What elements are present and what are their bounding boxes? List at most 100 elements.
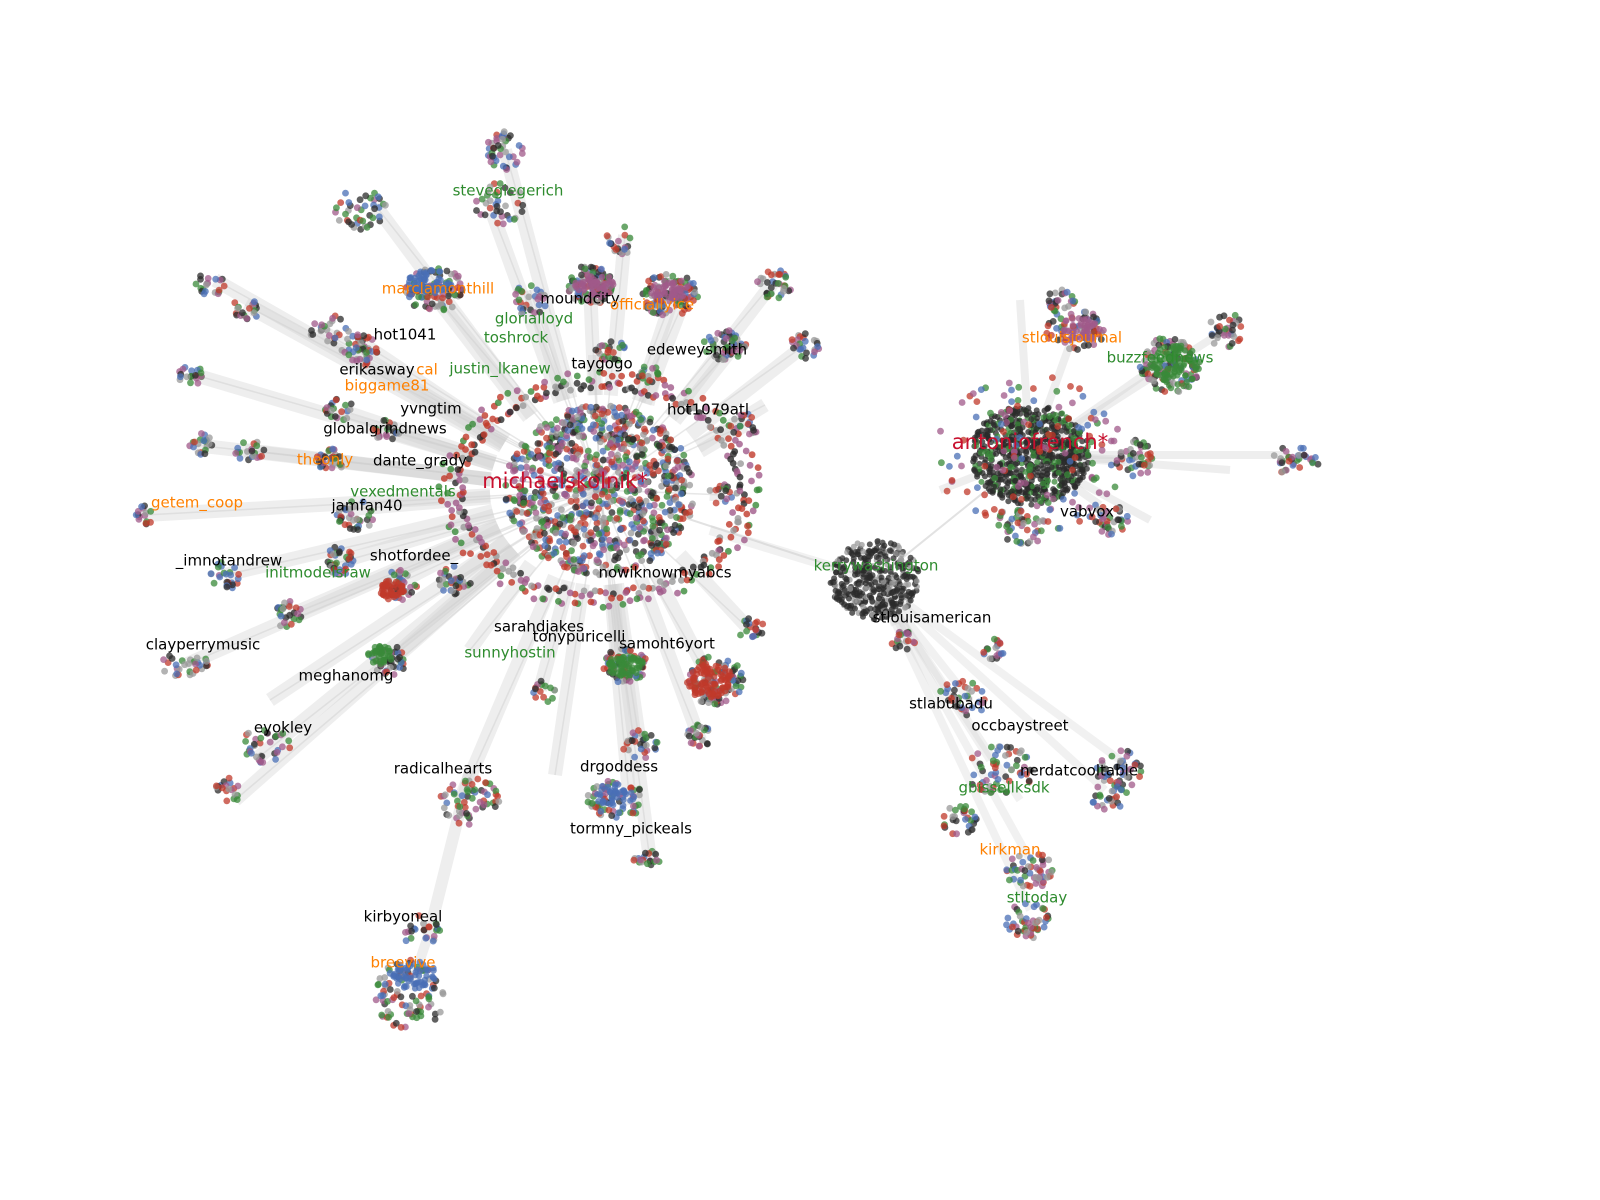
graph-node [672,484,679,492]
graph-node [729,460,737,467]
graph-node [1161,388,1169,395]
graph-node [608,372,616,380]
graph-node [668,443,676,451]
graph-node [971,813,979,821]
graph-node [608,812,616,819]
graph-node [896,608,903,615]
graph-node [640,431,647,438]
graph-node [1024,493,1031,500]
graph-node [876,559,883,566]
edge-line [491,211,601,491]
graph-node [537,474,545,482]
graph-node [592,403,600,411]
graph-node [617,525,624,533]
graph-node [203,281,210,289]
graph-node [970,771,978,779]
graph-node [500,128,508,136]
graph-node [775,294,783,302]
graph-node [1002,478,1009,485]
graph-node [1100,410,1108,418]
graph-node [363,223,371,231]
graph-node [593,475,600,483]
graph-node [499,220,507,228]
graph-node [703,404,710,412]
graph-node [613,515,621,522]
graph-node [725,547,732,555]
graph-node [541,542,549,550]
graph-node [530,532,537,540]
graph-node [1011,477,1018,484]
graph-node [197,276,204,283]
graph-node [371,205,378,213]
graph-node [592,434,600,442]
graph-node [611,355,619,363]
graph-node [627,784,635,792]
graph-node [620,745,628,753]
graph-node [878,574,885,581]
graph-node [1024,919,1032,927]
graph-node [1228,340,1236,347]
graph-node [748,451,756,459]
graph-node [460,798,468,806]
graph-node [730,428,738,436]
graph-node [499,135,506,143]
graph-node [343,414,351,422]
graph-node [204,275,212,282]
graph-node [192,372,199,379]
graph-node [628,371,636,378]
graph-node [905,581,912,588]
graph-node [852,564,859,571]
graph-node [1014,421,1021,428]
graph-node [494,399,502,407]
graph-node [1053,387,1061,395]
graph-node [587,529,595,536]
graph-node [506,462,513,470]
graph-node [336,504,344,512]
graph-node [597,807,605,815]
graph-node [279,605,287,613]
graph-node [454,466,462,473]
graph-node [481,412,489,419]
graph-node [643,436,651,444]
graph-node [482,419,490,427]
graph-node [585,297,593,305]
graph-node [459,549,467,557]
graph-node [642,754,650,761]
graph-node [359,498,367,506]
graph-node [541,503,548,511]
graph-node [394,655,402,663]
graph-node [563,432,570,440]
graph-node [220,282,228,290]
graph-node [535,453,543,461]
graph-node [743,510,751,518]
graph-node [572,492,579,499]
graph-node [585,376,593,383]
graph-node [405,1010,413,1017]
graph-node [342,401,349,409]
graph-node [331,334,339,342]
graph-node [541,378,548,386]
graph-node [541,302,549,310]
graph-node [177,373,184,381]
graph-node [568,407,576,415]
graph-node [940,812,948,820]
graph-node [977,386,985,393]
graph-node [849,609,856,616]
graph-node [378,1011,386,1019]
graph-node [979,438,986,445]
graph-node [513,508,521,515]
graph-node [671,466,679,474]
graph-node [1116,802,1124,810]
graph-node [445,298,453,306]
graph-node [843,557,850,564]
graph-node [1049,374,1056,381]
graph-node [415,293,422,301]
graph-node [628,485,636,493]
graph-node [1043,426,1050,433]
graph-node [607,450,615,458]
graph-node [1129,450,1137,457]
graph-node [749,507,757,515]
graph-node [678,476,686,484]
graph-node [439,294,446,302]
graph-node [745,615,752,623]
